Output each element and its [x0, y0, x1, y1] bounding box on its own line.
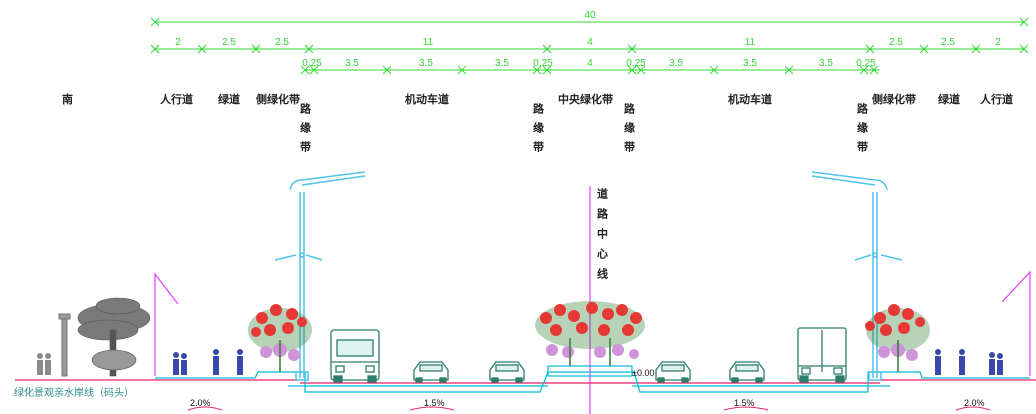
slope-left-walk: 2.0% [190, 398, 211, 408]
label-centerline: 道路中心线 [596, 187, 609, 288]
label-curb-median-right: 路缘带 [623, 102, 636, 160]
flower-planter-left [248, 304, 312, 372]
label-curb-left: 路缘带 [299, 102, 312, 160]
dim-carriageway-right: 11 [745, 37, 756, 48]
dim-median: 4 [587, 37, 593, 48]
label-greenway-right: 绿道 [938, 92, 960, 106]
pedestrians-left [173, 349, 243, 375]
dim-side-green-left: 2.5 [275, 37, 289, 48]
dim-total: 40 [584, 10, 596, 21]
dim-lane-1: 3.5 [345, 58, 359, 69]
dim-curb-3: 0.25 [626, 58, 646, 69]
dim-curb-2: 0.25 [533, 58, 553, 69]
slope-right-walk: 2.0% [964, 398, 985, 408]
bus-left [330, 329, 380, 383]
bollard-left [58, 313, 71, 377]
label-sidewalk-left: 人行道 [160, 92, 193, 106]
slope-markers [187, 406, 991, 411]
car-left-2 [489, 361, 525, 383]
tree-grey [77, 297, 151, 377]
dim-curb-4: 0.25 [856, 58, 876, 69]
car-right-1 [655, 361, 691, 383]
flower-planter-median [535, 301, 645, 366]
dim-carriageway-left: 11 [423, 37, 434, 48]
pavement-edges [155, 365, 1030, 393]
caption-waterfront: 绿化景观亲水岸线（码头） [14, 386, 134, 399]
pedestrians-grey [37, 353, 51, 375]
label-median: 中央绿化带 [558, 92, 613, 106]
dim-lane-3: 3.5 [495, 58, 509, 69]
label-vehicle-lane-left: 机动车道 [405, 92, 449, 106]
car-right-2 [729, 361, 765, 383]
street-lamp-left [274, 171, 366, 381]
label-greenway-left: 绿道 [218, 92, 240, 106]
dim-curb-1: 0.25 [302, 58, 322, 69]
dim-lane-6: 3.5 [819, 58, 833, 69]
street-lamp-right [811, 171, 903, 381]
dimension-lines [150, 17, 1029, 75]
dim-sidewalk-left: 2 [175, 37, 181, 48]
slope-right-road: 1.5% [734, 398, 755, 408]
pedestrians-right [935, 349, 1003, 375]
dim-lane-2: 3.5 [419, 58, 433, 69]
label-curb-median-left: 路缘带 [532, 102, 545, 160]
label-sidewalk-right: 人行道 [980, 92, 1013, 106]
dim-sidewalk-right: 2 [995, 37, 1001, 48]
slope-left-road: 1.5% [424, 398, 445, 408]
dim-lane-4: 3.5 [669, 58, 683, 69]
flower-planter-right [865, 304, 930, 372]
elevation-label: ±0.00 [632, 368, 654, 378]
dim-side-green-right: 2.5 [889, 37, 903, 48]
label-curb-right: 路缘带 [856, 102, 869, 160]
boundary-lines [154, 270, 1031, 376]
dim-green-right: 2.5 [941, 37, 955, 48]
dim-green-left: 2.5 [222, 37, 236, 48]
truck-right [797, 327, 847, 383]
label-south: 南 [62, 92, 73, 106]
label-vehicle-lane-right: 机动车道 [728, 92, 772, 106]
label-side-green-right: 侧绿化带 [872, 92, 916, 106]
label-side-green-left: 侧绿化带 [256, 92, 300, 106]
dim-median-inner: 4 [587, 58, 593, 69]
dim-lane-5: 3.5 [743, 58, 757, 69]
ground-line [15, 379, 1036, 384]
car-left-1 [413, 361, 449, 383]
